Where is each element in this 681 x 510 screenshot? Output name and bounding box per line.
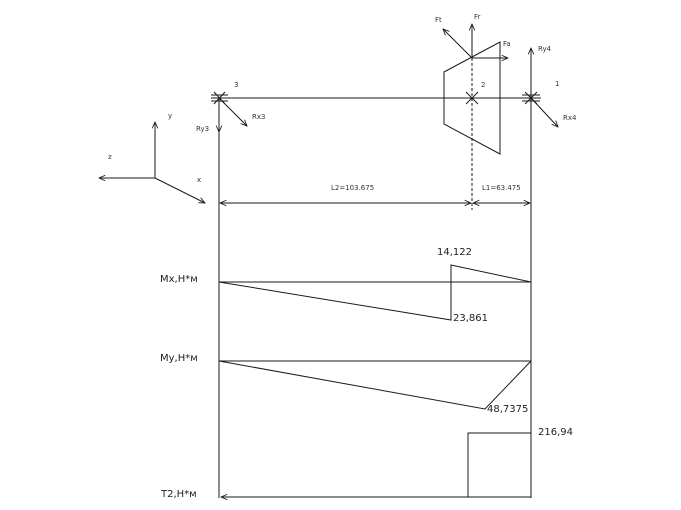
my-diagram: My,Н*м 48,7375	[160, 353, 532, 415]
my-label: My,Н*м	[160, 353, 198, 364]
mx-top-value: 14,122	[437, 247, 472, 258]
mx-diagram: Mx,Н*м 14,122 23,861	[160, 247, 532, 324]
my-curve	[218, 360, 532, 410]
rx4-label: Rx4	[563, 114, 577, 122]
t2-value: 216,94	[538, 427, 573, 438]
fa-label: Fa	[503, 40, 511, 48]
y-axis-label: y	[168, 112, 172, 120]
t2-curve	[467, 432, 531, 497]
x-axis-label: x	[197, 176, 201, 184]
ft-label: Ft	[435, 16, 442, 24]
coordinate-axes: y z x	[99, 112, 205, 203]
rx3-label: Rx3	[252, 113, 265, 121]
l1-label: L1=63.475	[482, 184, 521, 192]
rx4-arrow	[530, 97, 558, 127]
dimension-lines: L2=103.675 L1=63.475	[220, 184, 530, 203]
x-axis-arrow	[154, 177, 205, 203]
ft-arrow	[443, 29, 473, 59]
t2-label: T2,Н*м	[160, 489, 197, 500]
z-axis-label: z	[108, 153, 112, 161]
mx-curve	[218, 264, 532, 321]
ry3-label: Ry3	[196, 125, 209, 133]
rx3-arrow	[218, 97, 247, 126]
bearing-3: 3	[211, 81, 238, 105]
ry4-label: Ry4	[538, 45, 552, 53]
bearing-1: 1	[522, 80, 559, 105]
bevel-gear: 2	[443, 41, 501, 210]
gear-outline	[443, 41, 501, 155]
t2-diagram: T2,Н*м 216,94	[160, 427, 573, 500]
point-1-label: 1	[555, 80, 559, 88]
reactions-bearing-1: Ry4 Rx4	[531, 45, 577, 127]
reactions-bearing-3: Ry3 Rx3	[196, 97, 265, 133]
gear-forces: Ft Fr Fa	[435, 13, 511, 58]
mx-bottom-value: 23,861	[453, 313, 488, 324]
mx-label: Mx,Н*м	[160, 274, 198, 285]
fr-label: Fr	[474, 13, 481, 21]
point-2-label: 2	[481, 81, 485, 89]
l2-label: L2=103.675	[331, 184, 374, 192]
point-3-label: 3	[234, 81, 238, 89]
my-value: 48,7375	[487, 404, 528, 415]
